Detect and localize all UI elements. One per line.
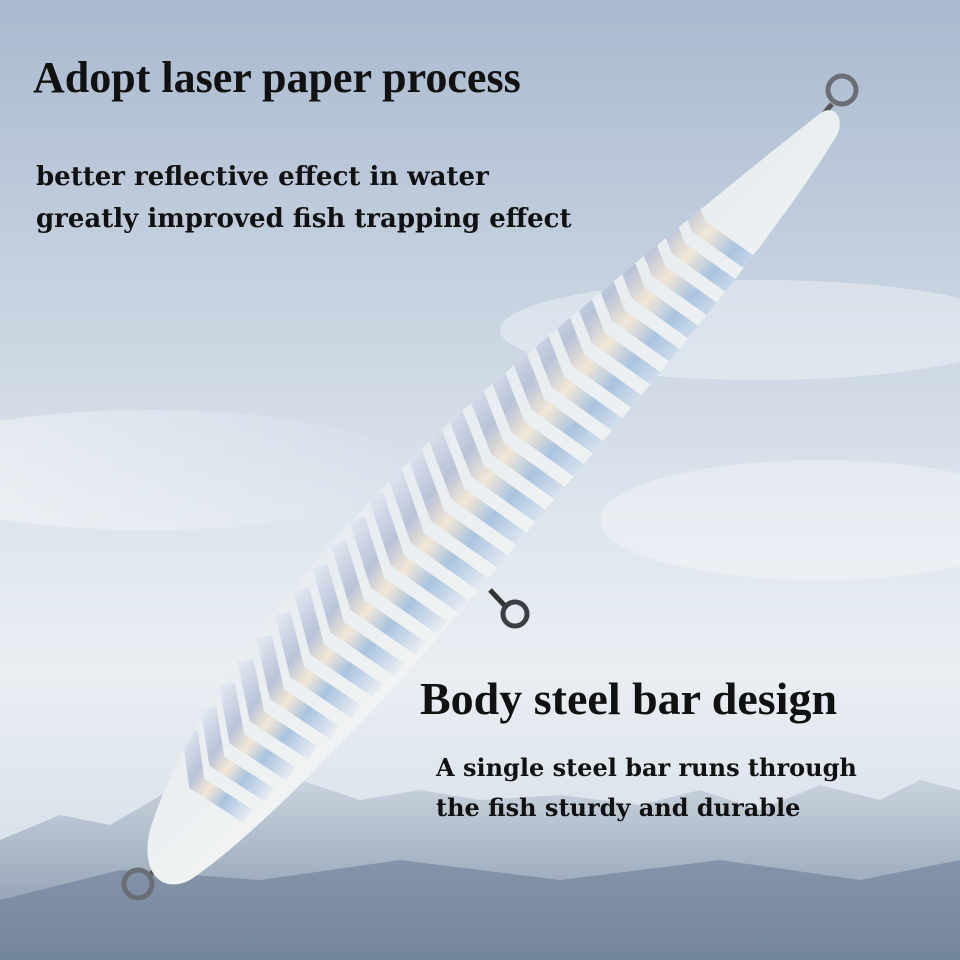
foil-chevron (423, 421, 533, 551)
top-feature-title: Adopt laser paper process (33, 53, 521, 102)
foil-chevron (405, 445, 512, 572)
bottom-feature-description: A single steel bar runs through the fish… (436, 748, 857, 828)
foil-chevron (181, 730, 253, 823)
top-feature-line: better reflective effect in water (36, 162, 489, 192)
laser-foil-pattern (181, 152, 776, 823)
foil-chevron (368, 492, 469, 614)
foil-chevron (462, 375, 575, 507)
foil-chevron (312, 563, 404, 677)
foil-chevron (200, 706, 274, 802)
bottom-feature-title: Body steel bar design (420, 673, 838, 724)
foil-chevron (237, 658, 318, 760)
top-feature-line: greatly improved fish trapping effect (36, 204, 572, 234)
foil-chevron (442, 397, 555, 530)
foil-chevron (219, 682, 296, 781)
bottom-feature-line: the fish sturdy and durable (436, 793, 801, 822)
foil-chevron (293, 587, 382, 698)
foil-chevron (386, 468, 490, 593)
bottom-feature-line: A single steel bar runs through (436, 753, 857, 782)
foil-chevron (349, 516, 447, 635)
foil-chevron (274, 611, 361, 718)
foil-chevron (482, 353, 595, 485)
foil-chevron (330, 540, 426, 656)
foil-chevron (256, 635, 339, 739)
top-feature-description: better reflective effect in water greatl… (36, 156, 572, 240)
belly-hook-ring (488, 588, 530, 629)
